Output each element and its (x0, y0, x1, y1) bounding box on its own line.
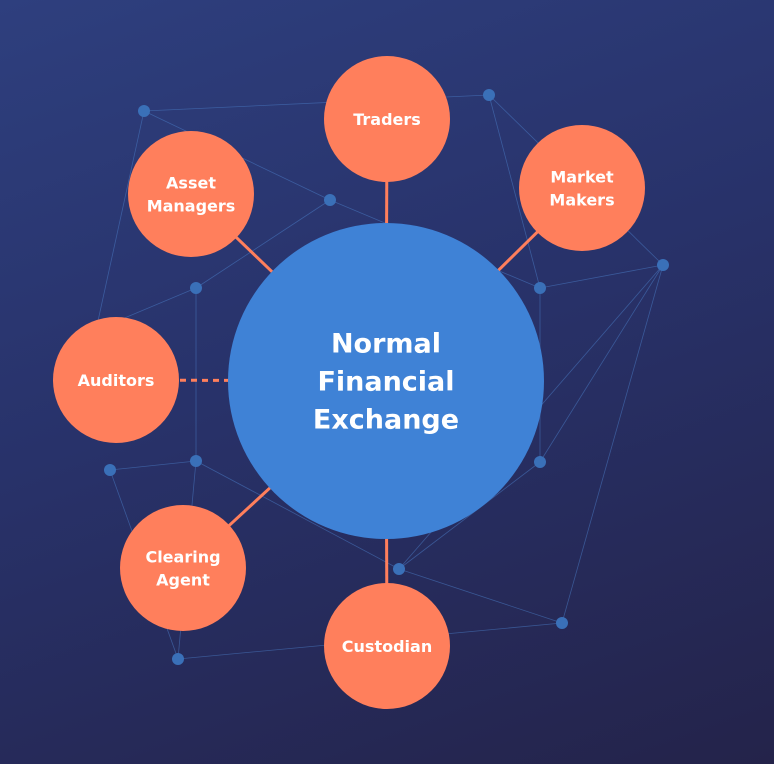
connectors (176, 179, 540, 586)
network-line (109, 460, 197, 471)
node-label-line: Normal (331, 329, 441, 360)
node-circle (53, 317, 179, 443)
node-label-line: Makers (549, 190, 614, 209)
network-line (539, 264, 664, 289)
node-label-line: Agent (156, 570, 210, 589)
connector-asset-managers (233, 235, 275, 275)
node-circle (324, 583, 450, 709)
node-label-line: Exchange (313, 405, 459, 436)
node-label-line: Asset (166, 173, 216, 192)
network-dot (172, 653, 184, 665)
node-auditors: Auditors (53, 317, 179, 443)
network-dot (138, 105, 150, 117)
node-label-line: Clearing (145, 547, 220, 566)
node-label-line: Financial (317, 367, 454, 398)
network-line (195, 199, 331, 289)
network-line (561, 264, 664, 624)
network-dot (534, 282, 546, 294)
node-custodian: Custodian (324, 583, 450, 709)
node-circle (324, 56, 450, 182)
network-line (398, 568, 563, 624)
node-circle (120, 505, 246, 631)
network-dot (324, 194, 336, 206)
node-circle (128, 131, 254, 257)
node-circle (519, 125, 645, 251)
center-circle (228, 223, 544, 539)
network-dot (534, 456, 546, 468)
network-line (195, 460, 400, 570)
network-dot (104, 464, 116, 476)
node-label-line: Managers (147, 196, 236, 215)
network-line (488, 94, 541, 289)
network-dot (483, 89, 495, 101)
node-label-line: Market (550, 167, 614, 186)
connector-market-makers (496, 229, 540, 273)
network-dot (190, 455, 202, 467)
node-traders: Traders (324, 56, 450, 182)
network-line (539, 264, 664, 463)
node-label-line: Auditors (78, 371, 155, 390)
network-dot (556, 617, 568, 629)
network-dot (393, 563, 405, 575)
network-dot (657, 259, 669, 271)
network-line (95, 110, 145, 331)
network-dot (190, 282, 202, 294)
connector-clearing-agent (226, 485, 273, 528)
node-label-line: Traders (353, 110, 421, 129)
node-label-line: Custodian (342, 637, 432, 656)
network-line (398, 461, 541, 570)
